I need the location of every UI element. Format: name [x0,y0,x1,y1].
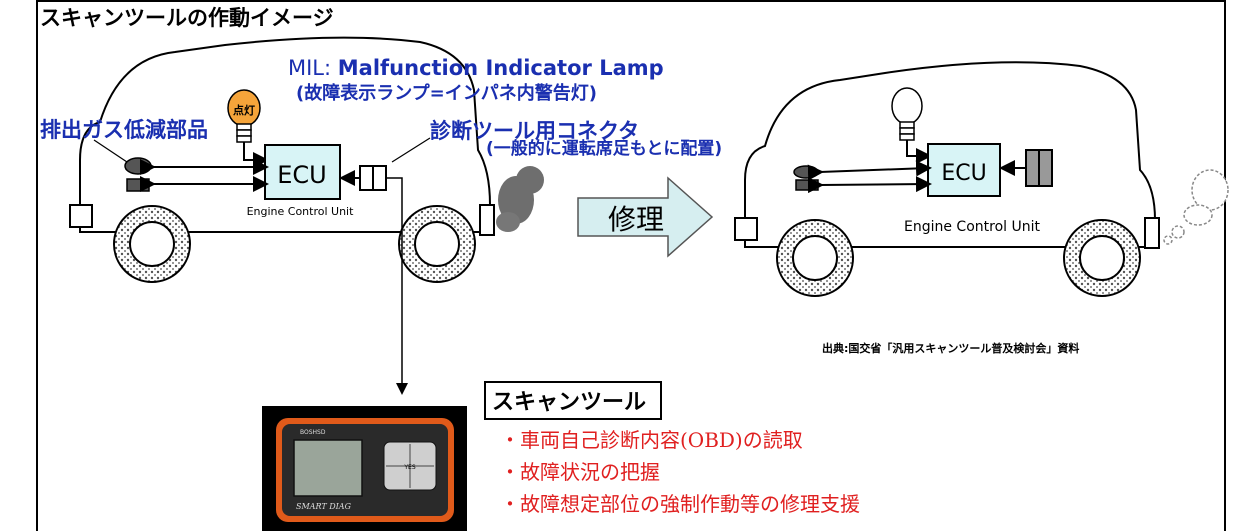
connector-subtitle: (一般的に運転席足もとに配置) [486,139,723,159]
mil-lamp-icon: 点灯 [227,89,261,143]
left-car-bumper-front [69,204,93,228]
repair-arrow-label: 修理 [608,203,664,236]
right-ecu-label: ECU [941,161,986,186]
scan-tool-cable [386,177,408,395]
dirty-exhaust-icon [496,166,544,232]
left-car: 点灯 ECU Engine Control Unit [69,36,544,395]
source-citation: 出典:国交省「汎用スキャンツール普及検討会」資料 [822,342,1080,355]
right-ecu-box [927,143,1001,197]
device-screen [293,439,363,497]
scan-tool-title: スキャンツール [484,381,663,420]
clean-exhaust-icon [1163,169,1229,245]
left-ecu-full: Engine Control Unit [247,205,355,218]
emission-parts-label: 排出ガス低減部品 [40,118,208,142]
left-ecu-box [264,144,341,200]
scan-tool-device: YES BOSHSD SMART DIAG [262,406,467,531]
emission-part-icon [124,157,152,175]
svg-text:BOSHSD: BOSHSD [300,429,326,436]
scan-tool-bullet: ・故障状況の把握 [500,460,660,484]
diagram-frame [36,0,1226,531]
scan-tool-bullet: ・故障想定部位の強制作動等の修理支援 [500,492,860,516]
repair-arrow: 修理 [577,176,714,258]
scan-tool-bullet: ・車両自己診断内容(OBD)の読取 [500,428,803,452]
left-ecu-label: ECU [277,161,327,189]
mil-subtitle: (故障表示ランプ=インパネ内警告灯) [296,83,597,104]
connector-label: 診断ツール用コネクタ [430,119,640,143]
mil-label: MIL: Malfunction Indicator Lamp [288,56,664,80]
page-title: スキャンツールの作動イメージ [40,6,334,30]
device-brand: SMART DIAG [296,502,352,511]
right-car: ECU Engine Control Unit [734,61,1229,297]
lamp-text: 点灯 [233,103,255,117]
right-ecu-full: Engine Control Unit [904,219,1040,235]
svg-text:YES: YES [403,464,415,471]
left-car-bumper-rear [479,204,495,236]
mil-lamp-off-icon [891,87,923,141]
